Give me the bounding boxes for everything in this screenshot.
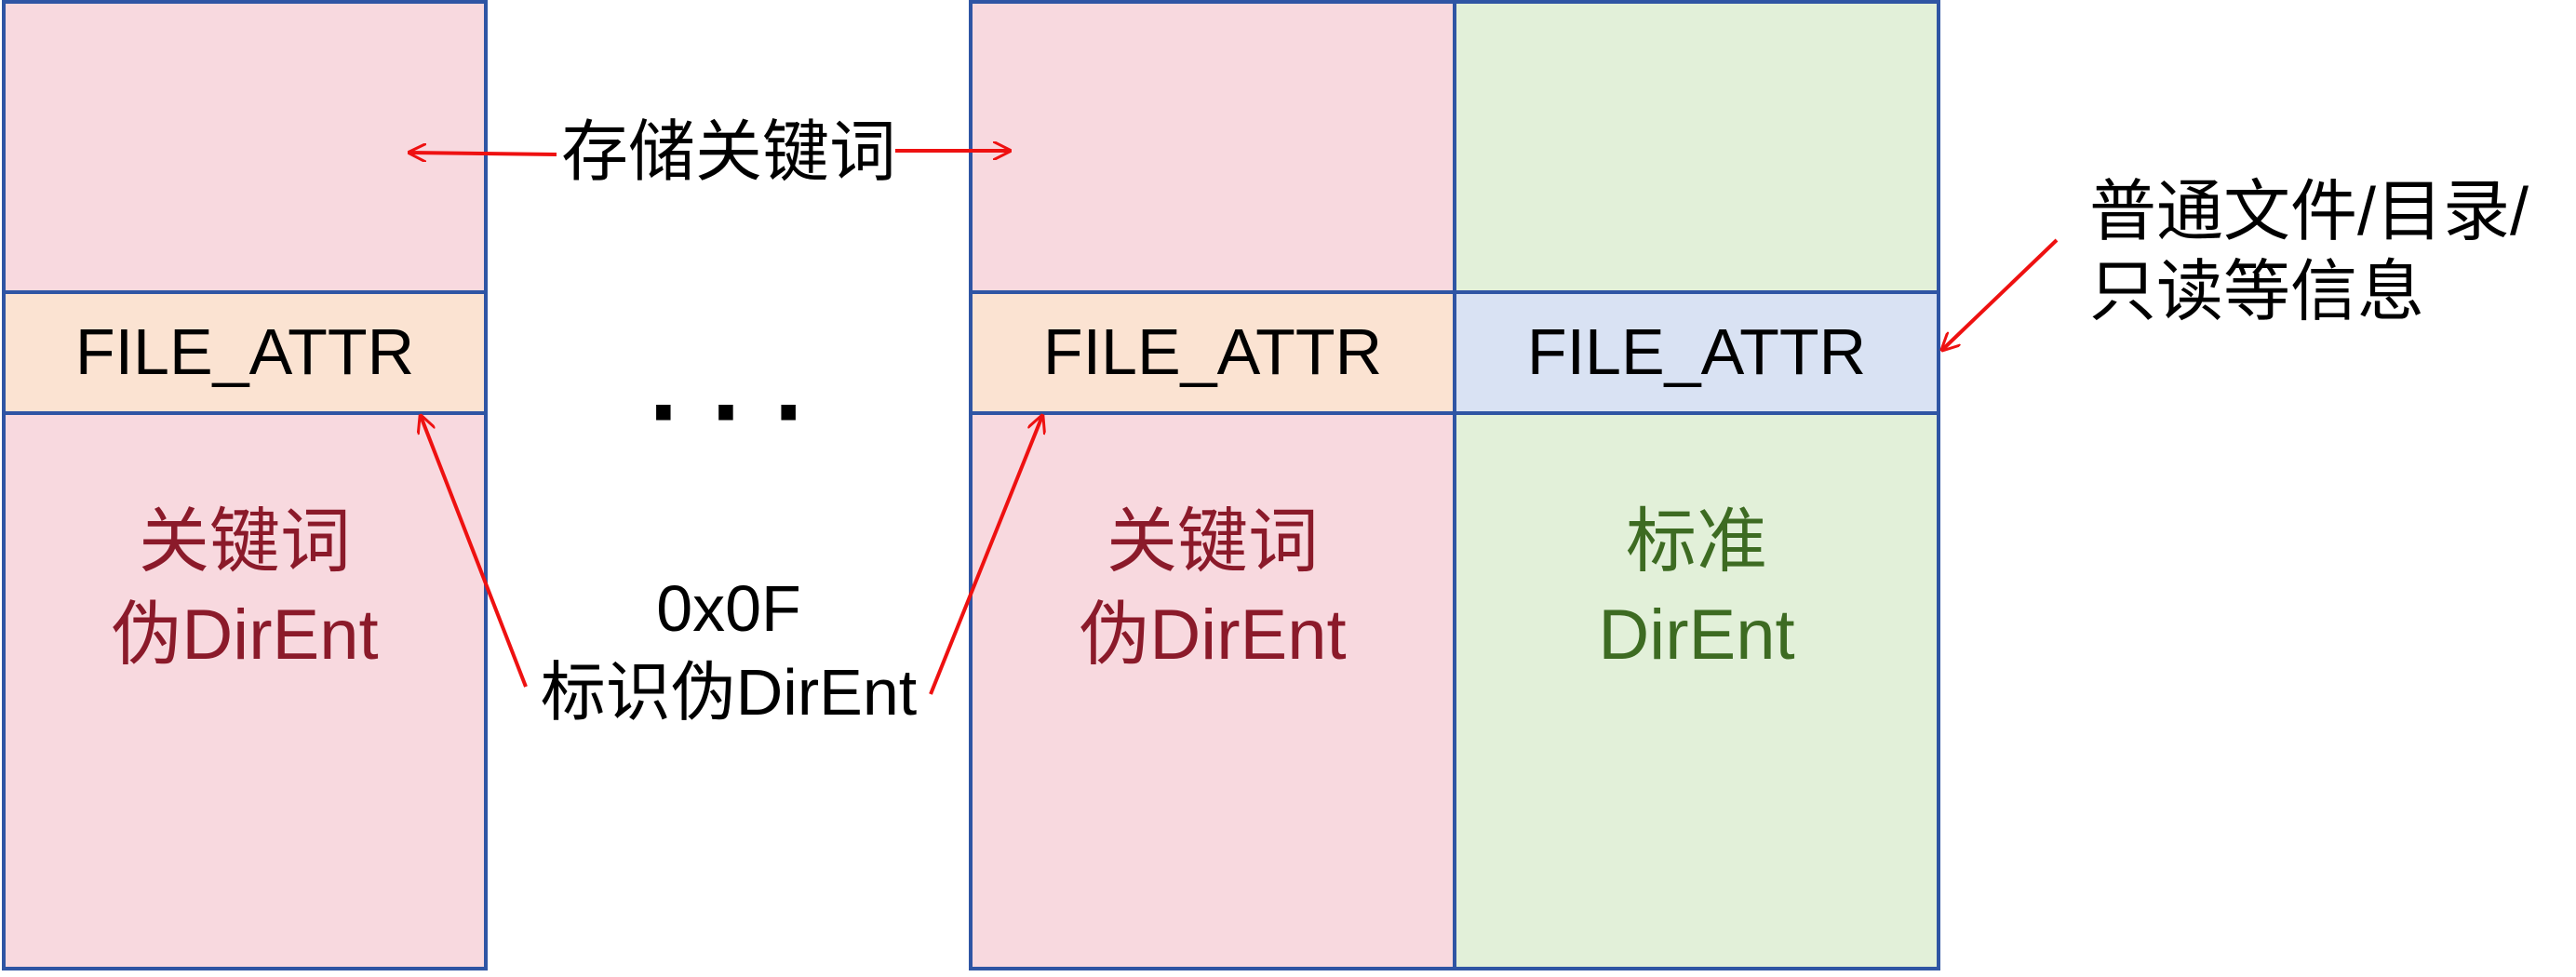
left-keyword-dirent-line2: 伪DirEnt	[111, 596, 378, 675]
right-keyword-dirent: FILE_ATTR 关键词 伪DirEnt	[969, 0, 1456, 970]
left-keyword-body	[2, 411, 488, 970]
left-keyword-storage-area	[2, 0, 488, 294]
standard-file-attr-cell	[1453, 290, 1940, 415]
right-keyword-storage-area	[969, 0, 1456, 294]
info-label-line1: 普通文件/目录/	[2089, 175, 2529, 249]
store-keywords-label: 存储关键词	[561, 115, 896, 190]
standard-dirent-line2: DirEnt	[1598, 596, 1794, 675]
right-file-attr-cell-keyword	[969, 290, 1456, 415]
ellipsis-marker: · · ·	[649, 355, 808, 469]
right-keyword-dirent-line2: 伪DirEnt	[1079, 596, 1346, 675]
left-file-attr-label: FILE_ATTR	[75, 315, 414, 388]
arrow-info-to-standard-file-attr	[1942, 238, 2059, 350]
standard-body	[1453, 411, 1940, 970]
right-file-attr-label-keyword: FILE_ATTR	[1043, 315, 1382, 388]
right-keyword-body	[969, 411, 1456, 970]
arrow-flag-to-left-file-attr	[421, 416, 528, 688]
arrow-flag-to-right-file-attr	[929, 416, 1042, 695]
standard-file-attr-label: FILE_ATTR	[1527, 315, 1866, 388]
left-keyword-dirent-line1: 关键词	[139, 502, 351, 582]
flag-label-line1: 0x0F	[656, 572, 801, 645]
left-keyword-dirent: FILE_ATTR 关键词 伪DirEnt	[2, 0, 488, 970]
standard-dirent: FILE_ATTR 标准 DirEnt	[1453, 0, 1940, 970]
left-file-attr-cell	[2, 290, 488, 415]
right-keyword-dirent-line1: 关键词	[1107, 502, 1319, 582]
standard-top-area	[1453, 0, 1940, 294]
flag-label-line2: 标识伪DirEnt	[541, 656, 917, 729]
arrow-to-left-keyword-storage	[409, 153, 557, 154]
standard-dirent-line1: 标准	[1626, 502, 1767, 582]
info-label-line2: 只读等信息	[2089, 255, 2424, 329]
